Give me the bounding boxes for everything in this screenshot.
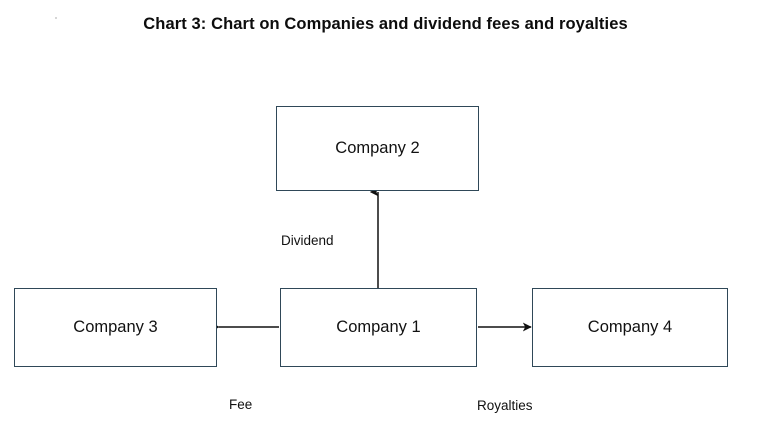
node-company-3-label: Company 3 bbox=[73, 318, 158, 336]
node-company-2-label: Company 2 bbox=[335, 139, 420, 157]
node-company-2[interactable]: Company 2 bbox=[276, 106, 479, 191]
page-title: Chart 3: Chart on Companies and dividend… bbox=[143, 15, 628, 33]
edge-label-royalties: Royalties bbox=[477, 398, 533, 413]
page-speck-artifact bbox=[55, 17, 57, 19]
node-company-4[interactable]: Company 4 bbox=[532, 288, 728, 367]
node-company-1[interactable]: Company 1 bbox=[280, 288, 477, 367]
node-company-1-label: Company 1 bbox=[336, 318, 421, 336]
node-company-3[interactable]: Company 3 bbox=[14, 288, 217, 367]
edge-label-dividend: Dividend bbox=[281, 233, 334, 248]
edge-label-fee: Fee bbox=[229, 397, 253, 412]
node-company-4-label: Company 4 bbox=[587, 318, 673, 336]
